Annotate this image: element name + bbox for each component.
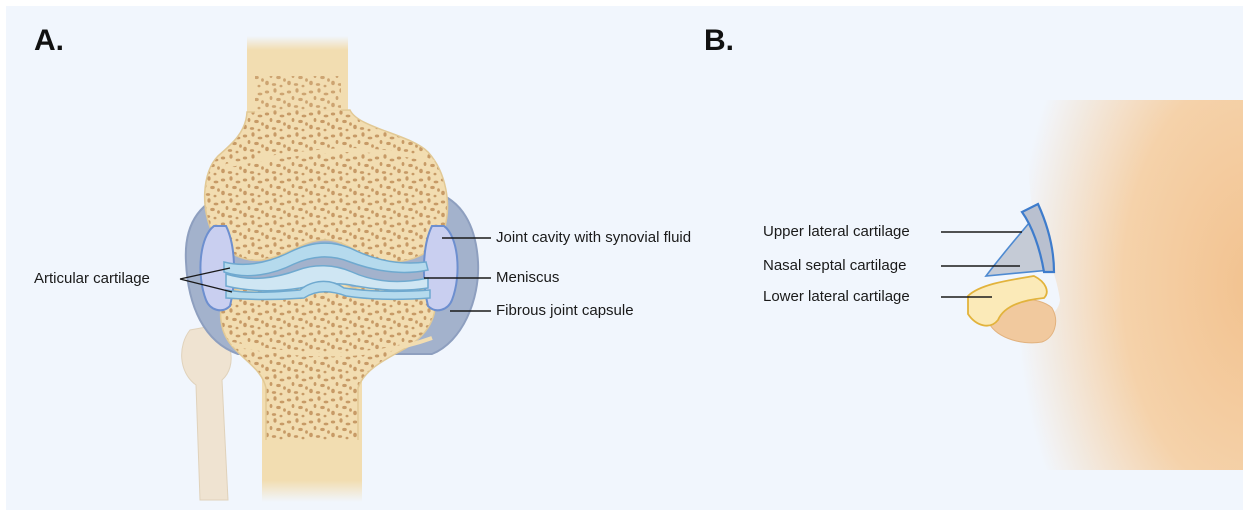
nose-illustration	[968, 100, 1243, 470]
label-nasal-septal-cartilage: Nasal septal cartilage	[763, 257, 906, 275]
label-fibrous-capsule: Fibrous joint capsule	[496, 302, 634, 320]
fibula-shape	[182, 326, 232, 500]
label-meniscus: Meniscus	[496, 269, 559, 287]
label-joint-cavity: Joint cavity with synovial fluid	[496, 229, 691, 247]
label-upper-lateral-cartilage: Upper lateral cartilage	[763, 223, 910, 241]
face-profile	[1016, 100, 1243, 470]
panel-b-label: B.	[704, 24, 734, 58]
femur-bone	[205, 110, 448, 262]
label-articular-cartilage: Articular cartilage	[34, 270, 150, 288]
panel-a-label: A.	[34, 24, 64, 58]
label-lower-lateral-cartilage: Lower lateral cartilage	[763, 288, 910, 306]
